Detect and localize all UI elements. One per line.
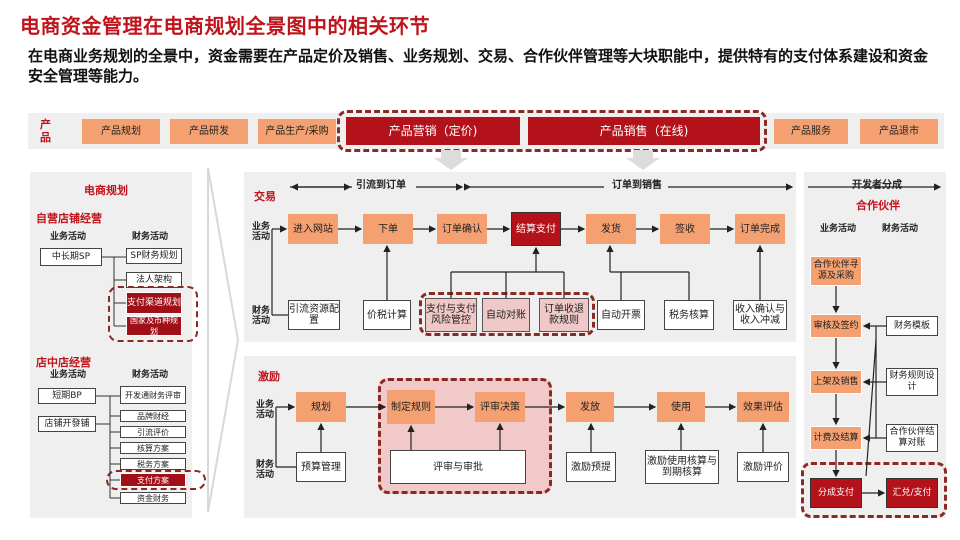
s2-fin-label: 财务活动 (132, 370, 169, 380)
s1-biz-label: 业务活动 (50, 232, 87, 242)
lp-sp-fin-plan[interactable]: SP财务规划 (126, 248, 182, 264)
lp-short-term-bp[interactable]: 短期BP (38, 388, 96, 404)
partner-fx-pay[interactable]: 汇兑/支付 (886, 478, 938, 508)
lp-country-currency[interactable]: 国家及币种规划 (126, 316, 182, 336)
product-production[interactable]: 产品生产/采购 (258, 119, 336, 144)
product-rd[interactable]: 产品研发 (170, 119, 248, 144)
incentive-usage-accounting[interactable]: 激励使用核算与到期核算 (645, 450, 719, 484)
s1-fin-label: 财务活动 (132, 232, 169, 242)
partner-fin-template[interactable]: 财务模板 (886, 316, 938, 336)
incentive-issue[interactable]: 发放 (566, 392, 614, 422)
page-subtitle: 在电商业务规划的全景中，资金需要在产品定价及销售、业务规划、交易、合作伙伴管理等… (28, 47, 929, 85)
incentive-plan[interactable]: 规划 (296, 392, 346, 422)
left-panel-title: 电商规划 (84, 184, 128, 197)
s2-biz-label: 业务活动 (50, 370, 87, 380)
trade-biz-label: 业务活动 (252, 222, 271, 242)
partner-title: 合作伙伴 (856, 199, 900, 212)
partner-revenue-share-pay[interactable]: 分成支付 (810, 478, 862, 508)
incentive-evaluation[interactable]: 激励评价 (737, 452, 789, 482)
lp-fund-finance[interactable]: 资金财务 (120, 492, 186, 504)
lp-section1-highlight (108, 286, 198, 342)
partner-arrow-label: 开发者分成 (852, 180, 902, 191)
lp-payment-plan[interactable]: 支付方案 (120, 473, 186, 487)
partner-biz-label: 业务活动 (820, 224, 857, 234)
trade-tax-accounting[interactable]: 税务核算 (664, 300, 714, 330)
trade-price-tax[interactable]: 价税计算 (363, 300, 411, 330)
lp-section2-highlight (106, 470, 206, 490)
page-title: 电商资金管理在电商规划全景图中的相关环节 (20, 14, 430, 38)
trade-enter-site[interactable]: 进入网站 (288, 214, 338, 244)
incentive-title: 激励 (258, 370, 280, 383)
product-service[interactable]: 产品服务 (774, 119, 848, 144)
incentive-evaluate[interactable]: 效果评估 (737, 392, 789, 422)
trade-revenue-recognition[interactable]: 收入确认与收入冲减 (733, 300, 787, 330)
partner-fin-rule-design[interactable]: 财务规则设计 (886, 368, 938, 396)
partner-panel (804, 172, 946, 518)
trade-payment-highlight (419, 292, 595, 336)
trade-arrow2-label: 订单到销售 (612, 180, 662, 191)
trade-fin-label: 财务活动 (252, 306, 271, 326)
partner-billing-settle[interactable]: 计费及结算 (810, 426, 862, 450)
lp-shop-open[interactable]: 店铺开發铺 (38, 416, 96, 432)
product-marketing[interactable]: 产品营销（定价) (346, 117, 520, 145)
trade-auto-invoice[interactable]: 自动开票 (597, 300, 645, 330)
partner-settle-reconcile[interactable]: 合作伙伴结算对账 (886, 424, 938, 452)
trade-ship[interactable]: 发货 (586, 214, 636, 244)
product-planning[interactable]: 产品规划 (82, 119, 160, 144)
partner-listing-sales[interactable]: 上架及销售 (810, 370, 862, 394)
section-shop-in-shop: 店中店经营 (36, 356, 91, 369)
lp-payment-channel[interactable]: 支付渠道规划 (126, 292, 182, 314)
incentive-budget[interactable]: 预算管理 (296, 452, 346, 482)
lp-accounting-plan[interactable]: 核算方案 (120, 442, 186, 454)
incentive-make-rules[interactable]: 制定规则 (387, 390, 435, 424)
trade-arrow1-label: 引流到订单 (356, 180, 406, 191)
trade-title: 交易 (254, 190, 276, 203)
partner-fin-label: 财务活动 (882, 224, 919, 234)
trade-settle-pay[interactable]: 结算支付 (511, 212, 561, 246)
trade-payment-risk[interactable]: 支付与支付风险管控 (425, 298, 477, 332)
incentive-fin-label: 财务活动 (256, 460, 275, 480)
trade-traffic-resource[interactable]: 引流资源配置 (288, 300, 340, 330)
lp-traffic-eval[interactable]: 引流评价 (120, 426, 186, 438)
trade-order-confirm[interactable]: 订单确认 (437, 214, 487, 244)
incentive-review-decide[interactable]: 评审决策 (475, 392, 525, 422)
product-sales[interactable]: 产品销售（在线) (528, 117, 760, 145)
lp-tax-plan[interactable]: 税务方案 (120, 458, 186, 470)
partner-payment-highlight (801, 462, 947, 518)
trade-auto-reconcile[interactable]: 自动对账 (482, 298, 530, 332)
section-self-operated: 自营店铺经营 (36, 212, 102, 225)
lp-long-term-sp[interactable]: 中长期SP (40, 248, 102, 266)
trade-order-complete[interactable]: 订单完成 (735, 214, 785, 244)
incentive-review-approve[interactable]: 评审与审批 (390, 450, 526, 484)
partner-sourcing[interactable]: 合作伙伴寻源及采购 (810, 256, 862, 286)
incentive-use[interactable]: 使用 (657, 392, 705, 422)
product-retire[interactable]: 产品退市 (860, 119, 938, 144)
trade-refund-rules[interactable]: 订单收退款规则 (539, 298, 589, 332)
partner-review-sign[interactable]: 审核及签约 (810, 314, 862, 338)
trade-place-order[interactable]: 下单 (363, 214, 413, 244)
trade-receive[interactable]: 签收 (660, 214, 710, 244)
incentive-accrual[interactable]: 激励预提 (566, 452, 616, 482)
lp-dev-fin-review[interactable]: 开发通财务评审 (120, 386, 186, 404)
product-bar-label: 产 品 (40, 118, 51, 144)
incentive-biz-label: 业务活动 (256, 400, 275, 420)
lp-brand-finance[interactable]: 品牌财经 (120, 410, 186, 422)
product-highlight-frame (337, 110, 767, 152)
